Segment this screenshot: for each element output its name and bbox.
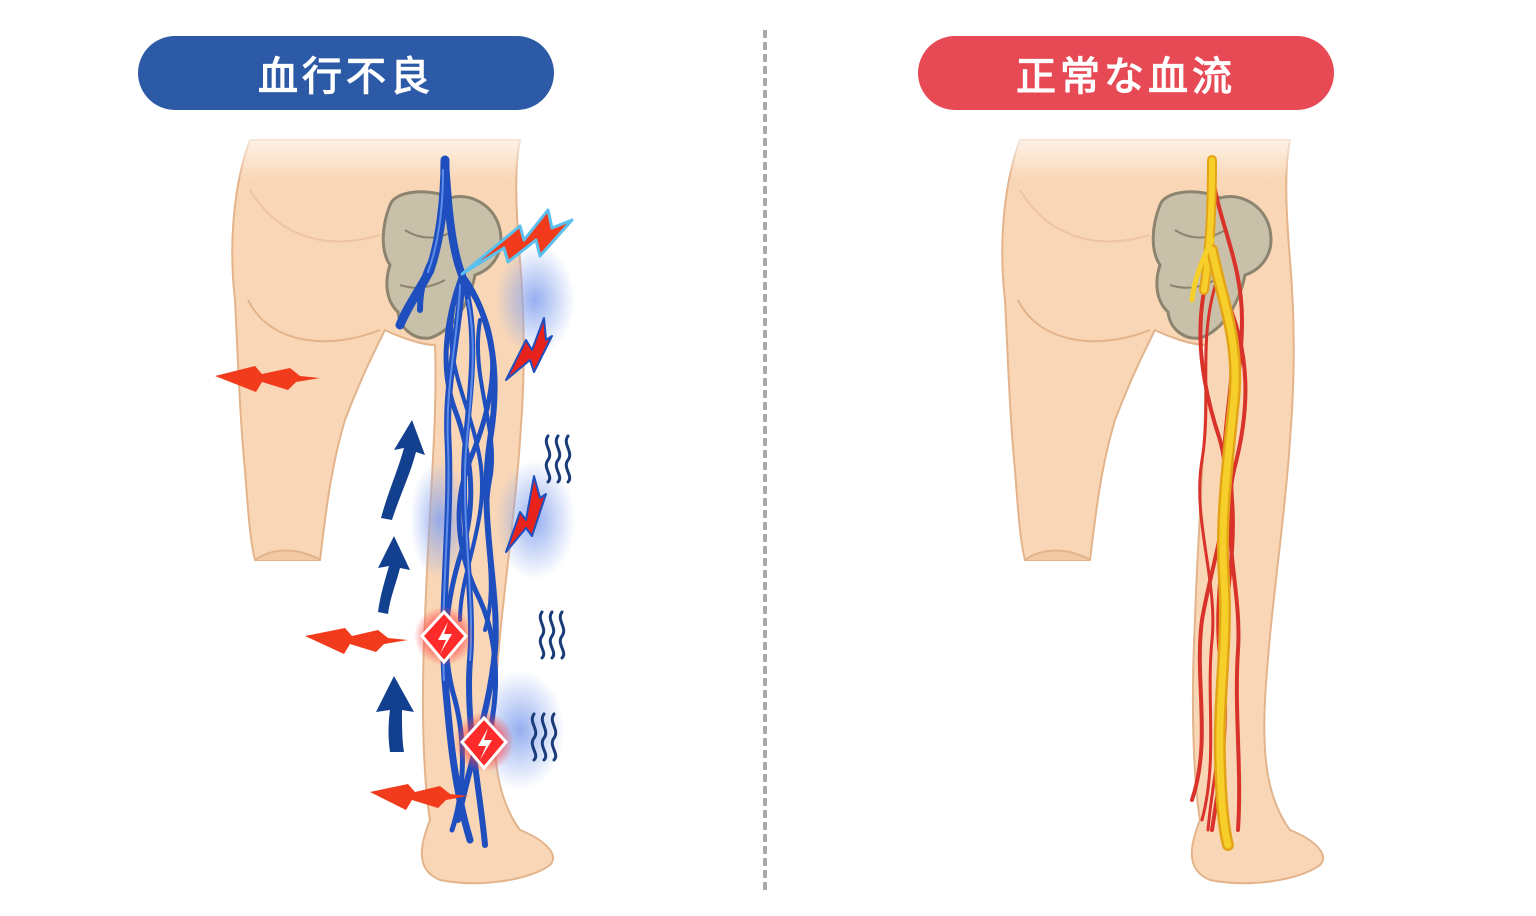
sciatic-nerve [1189,155,1242,851]
up-arrow-icon [376,676,414,752]
numbness-wave-icons [530,434,572,762]
lightning-icon [305,628,408,654]
lightning-icon [478,728,492,760]
poor-circulation-panel: 血行不良 [0,0,760,916]
wave-icon [530,712,558,762]
inflammation-glow [495,245,575,355]
pain-lightning-icons [215,366,468,810]
up-arrow-icon [378,536,410,614]
divider-line [763,30,767,890]
normal-circulation-illustration [990,120,1325,885]
wave-icon [538,610,566,660]
pain-lightning-icons [505,317,553,553]
inflammation-glow [410,460,470,580]
lightning-icon [505,475,547,553]
lightning-icon [370,784,468,810]
lightning-icon [438,622,452,654]
wave-icon [544,434,572,484]
normal-circulation-label: 正常な血流 [918,36,1334,110]
lightning-icon [460,208,574,276]
poor-circulation-label: 血行不良 [138,36,554,110]
normal-circulation-panel: 正常な血流 [772,0,1536,916]
lightning-icon [215,366,320,392]
up-arrow-icon [381,420,425,520]
upward-flow-arrows [376,420,425,752]
poor-circulation-illustration [215,120,575,885]
lightning-icon [505,317,553,381]
pain-spot-icons [414,606,514,772]
